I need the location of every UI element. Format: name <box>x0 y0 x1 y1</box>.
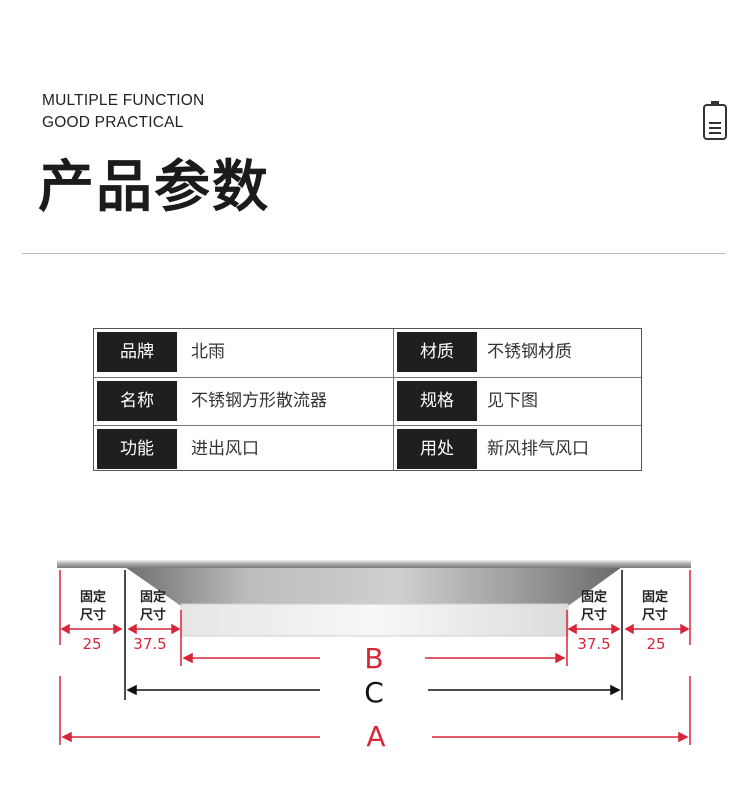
diffuser-plate <box>57 560 691 568</box>
fixed-size-label: 尺寸 <box>80 607 106 623</box>
spec-label: 名称 <box>97 381 177 421</box>
header-divider <box>22 253 725 254</box>
tagline: MULTIPLE FUNCTION GOOD PRACTICAL <box>42 90 204 134</box>
fixed-size-label: 尺寸 <box>581 607 607 623</box>
spec-label: 功能 <box>97 429 177 469</box>
inner-margin-value: 37.5 <box>133 635 166 653</box>
diffuser-neck <box>180 603 569 637</box>
spec-value: 进出风口 <box>191 439 259 459</box>
spec-value: 不锈钢方形散流器 <box>191 391 327 411</box>
dimension-b-arrow <box>182 652 566 664</box>
spec-label: 规格 <box>397 381 477 421</box>
spec-row: 功能 进出风口 用处 新风排气风口 <box>94 425 641 473</box>
fixed-size-label: 尺寸 <box>140 607 166 623</box>
page-title: 产品参数 <box>38 155 270 220</box>
tagline-line-1: MULTIPLE FUNCTION <box>42 92 205 109</box>
dimension-b-label: B <box>364 642 383 675</box>
spec-value: 新风排气风口 <box>487 439 589 459</box>
diffuser-cone <box>125 567 622 606</box>
dimension-a-arrow <box>59 676 691 745</box>
spec-row: 品牌 北雨 材质 不锈钢材质 <box>94 329 641 376</box>
spec-table: 品牌 北雨 材质 不锈钢材质 名称 不锈钢方形散流器 规格 见下图 功能 进出风… <box>93 328 642 471</box>
outer-margin-value: 25 <box>82 635 101 653</box>
spec-value: 不锈钢材质 <box>487 342 572 362</box>
inner-margin-value: 37.5 <box>577 635 610 653</box>
fixed-size-label: 固定 <box>581 589 607 605</box>
outer-margin-value: 25 <box>646 635 665 653</box>
fixed-size-label: 固定 <box>80 589 106 605</box>
spec-column-divider <box>393 329 394 470</box>
tagline-line-2: GOOD PRACTICAL <box>42 114 184 131</box>
dimension-c-arrow <box>126 684 621 696</box>
battery-icon <box>703 101 727 140</box>
dimension-c-label: C <box>364 676 384 709</box>
spec-label: 品牌 <box>97 332 177 372</box>
spec-row: 名称 不锈钢方形散流器 规格 见下图 <box>94 377 641 425</box>
dimension-diagram: 固定 尺寸 固定 尺寸 固定 尺寸 固定 尺寸 25 37.5 37.5 25 … <box>57 560 691 753</box>
fixed-size-label: 固定 <box>140 589 166 605</box>
spec-label: 用处 <box>397 429 477 469</box>
spec-value: 见下图 <box>487 391 538 411</box>
spec-value: 北雨 <box>191 342 225 362</box>
spec-label: 材质 <box>397 332 477 372</box>
fixed-size-label: 固定 <box>642 589 668 605</box>
margin-arrows <box>60 623 690 635</box>
dimension-a-label: A <box>366 720 385 753</box>
fixed-size-label: 尺寸 <box>642 607 668 623</box>
